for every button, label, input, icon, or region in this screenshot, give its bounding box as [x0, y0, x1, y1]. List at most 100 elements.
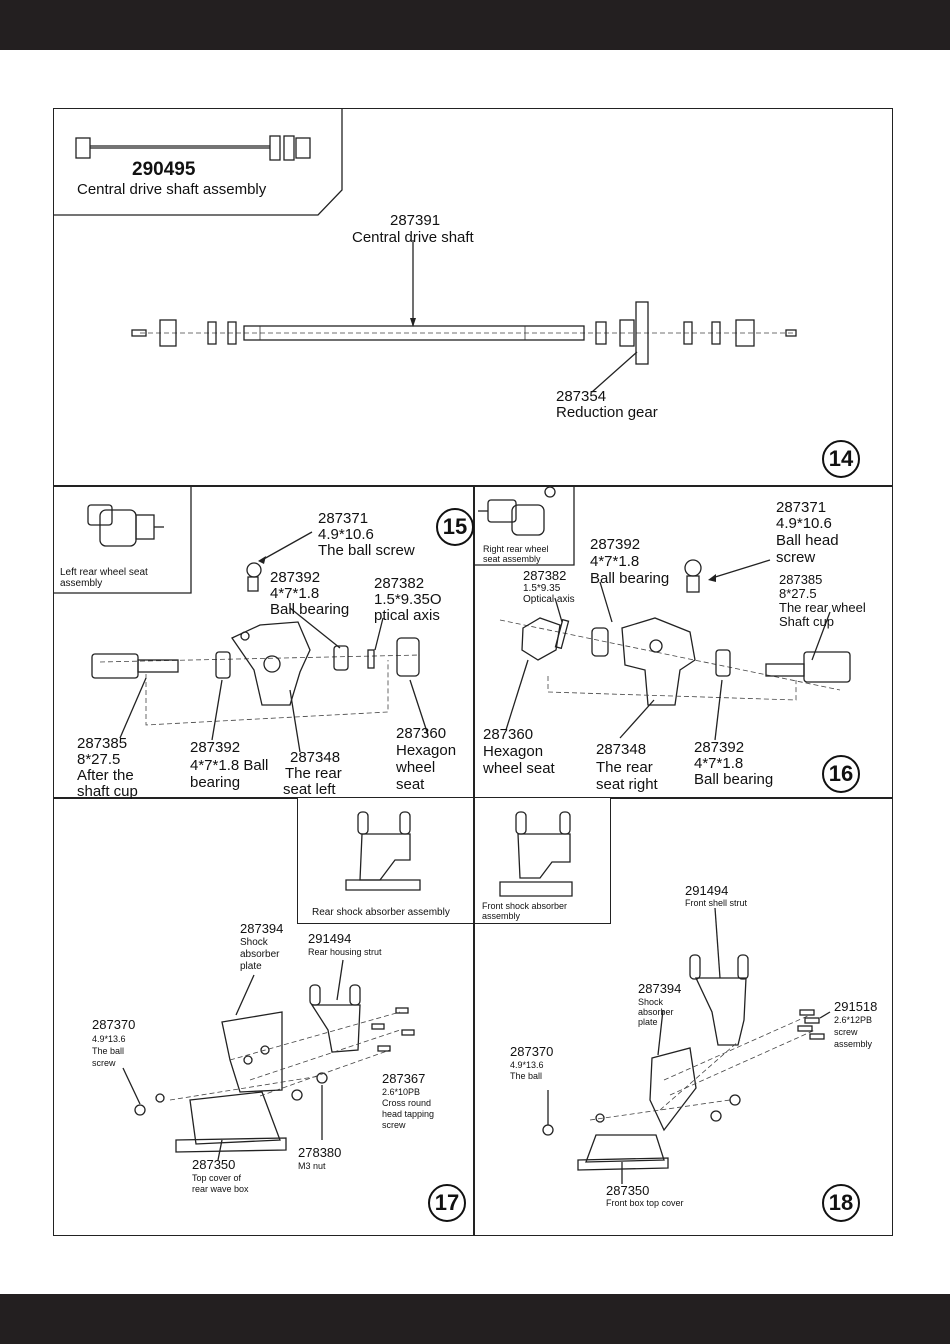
inset-caption-left-2: assembly — [60, 578, 103, 589]
p17-strut-name: Rear housing strut — [308, 947, 382, 957]
p16-cup-name-2: Shaft cup — [779, 614, 834, 629]
p17-cover-name-1: Top cover of — [192, 1173, 242, 1183]
p17-nut-name: M3 nut — [298, 1161, 326, 1171]
p16-bearing-top-number: 287392 — [590, 536, 641, 553]
p18-plate-number: 287394 — [638, 981, 682, 996]
p15-axis-number: 287382 — [374, 575, 425, 592]
p16-seat-name-1: The rear — [596, 759, 653, 776]
p15-seat-name-1: The rear — [285, 765, 342, 782]
rear-shock-assembly-inset — [297, 797, 474, 924]
p16-screw-name-2: screw — [776, 549, 816, 566]
step-15-badge: 15 — [436, 508, 474, 546]
p16-hex-number: 287360 — [483, 726, 534, 743]
p15-hex-name-1: Hexagon — [396, 742, 457, 759]
inset-290495-drawing — [75, 135, 311, 161]
p17-screw-name-2: head tapping — [382, 1109, 435, 1119]
p17-plate-name-3: plate — [240, 961, 262, 972]
p15-hex-name-2: wheel — [396, 759, 436, 776]
p17-ball-size: 4.9*13.6 — [92, 1034, 126, 1044]
p16-hex-name-1: Hexagon — [483, 743, 544, 760]
p15-cup-number: 287385 — [77, 735, 128, 752]
p15-bearing-top-size: 4*7*1.8 — [270, 585, 320, 602]
p15-seat-name-2: seat left — [283, 781, 336, 798]
step-17-badge: 17 — [428, 1184, 466, 1222]
p15-bearing-bottom-line1: 4*7*1.8 Ball — [190, 757, 269, 774]
rear-right-seat-drawing — [478, 486, 851, 741]
p16-seat-number: 287348 — [596, 741, 647, 758]
step-14-badge: 14 — [822, 440, 860, 478]
p18-screw-size: 2.6*12PB — [834, 1015, 873, 1025]
p16-cup-name-1: The rear wheel — [779, 600, 866, 615]
rear-left-seat-drawing — [87, 504, 429, 753]
p17-ball-name-2: screw — [92, 1058, 116, 1068]
p16-bearing-top-name: Ball bearing — [590, 570, 670, 587]
inset-caption-right-1: Right rear wheel — [483, 544, 549, 554]
p18-plate-name-3: plate — [638, 1017, 658, 1027]
p15-axis-name: ptical axis — [374, 607, 440, 624]
p15-cup-name-2: shaft cup — [77, 783, 138, 800]
p18-ball-name: The ball — [510, 1071, 543, 1081]
p18-plate-name-1: Shock — [638, 997, 664, 1007]
p17-nut-number: 278380 — [298, 1145, 342, 1160]
p16-axis-name: Optical axis — [523, 594, 575, 605]
front-shock-assembly-inset — [474, 797, 611, 924]
p17-strut-number: 291494 — [308, 931, 352, 946]
p18-strut-number: 291494 — [685, 883, 729, 898]
p15-bearing-bottom-number: 287392 — [190, 739, 241, 756]
p15-axis-size: 1.5*9.35O — [374, 591, 442, 608]
shaft-part-name: Central drive shaft — [352, 229, 474, 246]
step-18-badge: 18 — [822, 1184, 860, 1222]
inset-caption-right-2: seat assembly — [483, 554, 541, 564]
p17-screw-name-3: screw — [382, 1120, 406, 1130]
p15-hex-name-3: seat — [396, 776, 425, 793]
p16-screw-size: 4.9*10.6 — [776, 515, 832, 532]
p16-bearing-bottom-name: Ball bearing — [694, 771, 774, 788]
p16-axis-size: 1.5*9.35 — [523, 583, 561, 594]
p16-screw-number: 287371 — [776, 499, 827, 516]
front-shock-inset-caption-1: Front shock absorber — [482, 901, 568, 911]
p16-bearing-bottom-size: 4*7*1.8 — [694, 755, 744, 772]
shaft-part-number: 287391 — [390, 212, 441, 229]
p18-strut-name: Front shell strut — [685, 898, 748, 908]
p15-screw-number: 287371 — [318, 510, 369, 527]
p17-screw-number: 287367 — [382, 1071, 426, 1086]
p18-cover-number: 287350 — [606, 1183, 650, 1198]
p17-ball-name-1: The ball — [92, 1046, 125, 1056]
p16-cup-size: 8*27.5 — [779, 586, 817, 601]
gear-part-number: 287354 — [556, 388, 607, 405]
p15-screw-name: The ball screw — [318, 542, 415, 559]
p16-screw-name-1: Ball head — [776, 532, 839, 549]
gear-part-name: Reduction gear — [556, 404, 658, 421]
p17-ball-number: 287370 — [92, 1017, 136, 1032]
p17-screw-size: 2.6*10PB — [382, 1087, 421, 1097]
p15-bearing-top-number: 287392 — [270, 569, 321, 586]
front-shock-explode-drawing — [542, 907, 831, 1184]
p16-axis-number: 287382 — [523, 568, 567, 583]
p16-cup-number: 287385 — [779, 572, 823, 587]
p15-screw-size: 4.9*10.6 — [318, 526, 374, 543]
p17-plate-name-1: Shock — [240, 937, 268, 948]
p18-screw-name-1: screw — [834, 1027, 858, 1037]
header-bar — [0, 0, 950, 50]
p15-bearing-bottom-line2: bearing — [190, 774, 241, 791]
p18-ball-size: 4.9*13.6 — [510, 1060, 544, 1070]
front-shock-inset-caption-2: assembly — [482, 911, 521, 921]
p16-bearing-top-size: 4*7*1.8 — [590, 553, 640, 570]
footer-bar — [0, 1294, 950, 1344]
p15-hex-number: 287360 — [396, 725, 447, 742]
p16-bearing-bottom-number: 287392 — [694, 739, 745, 756]
p18-plate-name-2: absorber — [638, 1007, 674, 1017]
central-shaft-drawing — [131, 240, 797, 393]
p16-hex-name-2: wheel seat — [483, 760, 555, 777]
p18-ball-number: 287370 — [510, 1044, 554, 1059]
p15-seat-number: 287348 — [290, 749, 341, 766]
p18-cover-name: Front box top cover — [606, 1198, 684, 1208]
rear-shock-explode-drawing — [122, 959, 415, 1161]
p18-screw-number: 291518 — [834, 999, 878, 1014]
step-16-badge: 16 — [822, 755, 860, 793]
inset-caption-left-1: Left rear wheel seat — [60, 567, 148, 578]
p15-bearing-top-name: Ball bearing — [270, 601, 350, 618]
p16-seat-name-2: seat right — [596, 776, 658, 793]
